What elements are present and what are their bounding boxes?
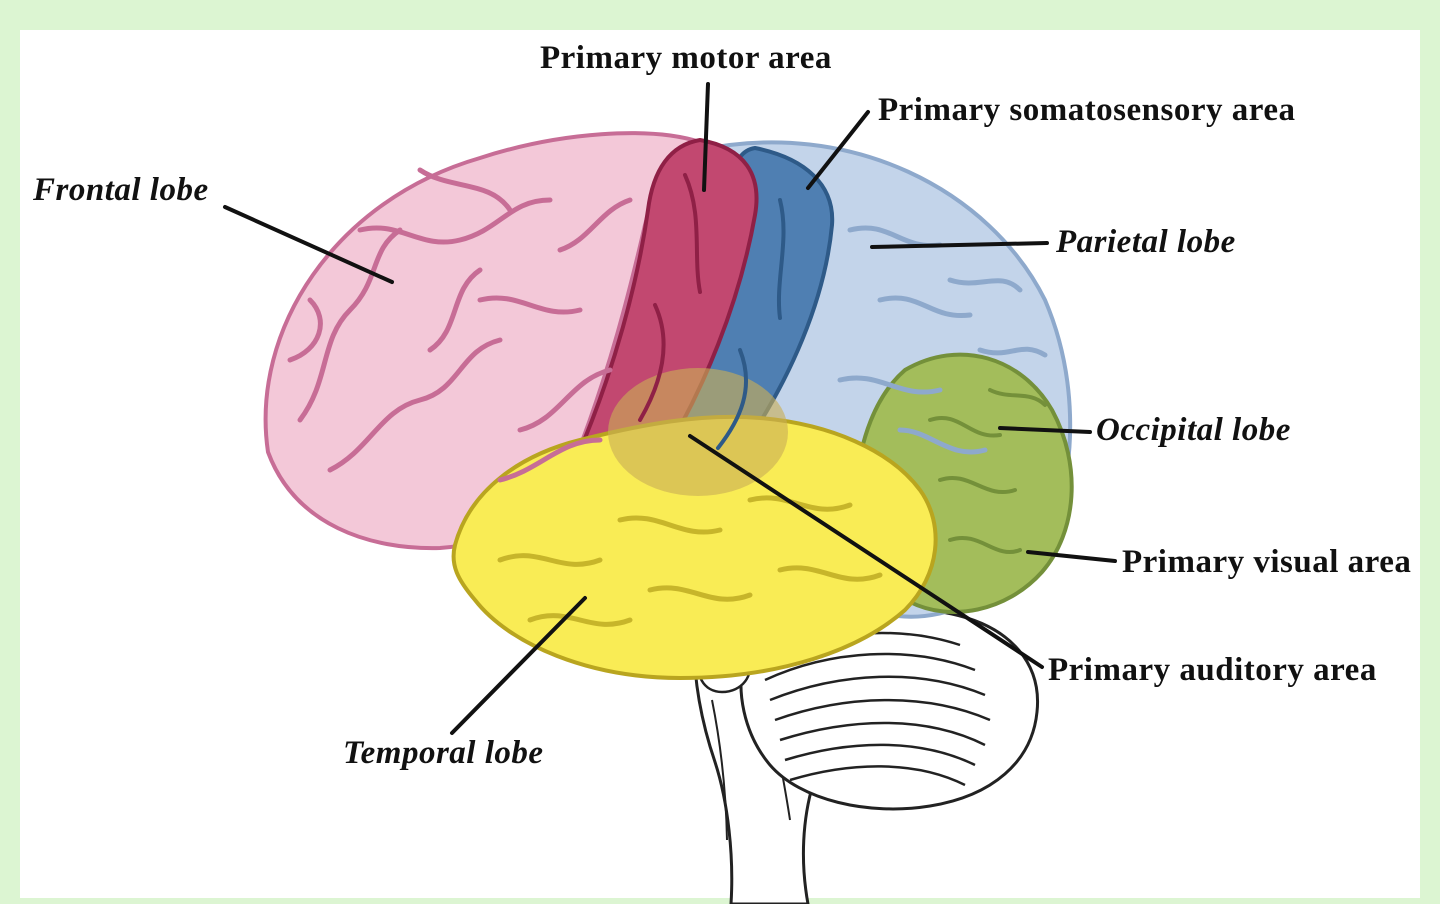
- leader-occipital-lobe: [998, 426, 1092, 434]
- temporal-lobe-region: [451, 414, 938, 681]
- label-occipital-lobe: Occipital lobe: [1096, 412, 1291, 448]
- leader-primary-visual-area: [1026, 550, 1117, 563]
- leader-frontal-lobe: [223, 205, 394, 284]
- label-primary-visual-area: Primary visual area: [1122, 544, 1412, 580]
- label-primary-motor-area: Primary motor area: [540, 40, 832, 76]
- label-parietal-lobe: Parietal lobe: [1056, 224, 1236, 260]
- somatosensory-gyri-lines: [716, 198, 786, 450]
- temporal-gyri-lines: [497, 495, 883, 627]
- leader-primary-auditory-area: [688, 434, 1044, 669]
- leader-parietal-lobe: [870, 241, 1049, 249]
- leader-temporal-lobe: [450, 596, 587, 735]
- leader-primary-motor-area: [702, 82, 710, 192]
- label-temporal-lobe: Temporal lobe: [343, 735, 544, 771]
- occipital-gyri-lines: [928, 388, 1047, 554]
- label-primary-somatosensory-area: Primary somatosensory area: [878, 92, 1296, 128]
- leader-lines: [223, 82, 1117, 735]
- motor-gyri-lines: [638, 173, 702, 422]
- leader-primary-somatosensory-area: [806, 110, 870, 190]
- frontal-gyri-lines: [287, 167, 633, 483]
- label-primary-auditory-area: Primary auditory area: [1048, 652, 1377, 688]
- parietal-gyri-lines: [837, 225, 1048, 455]
- label-frontal-lobe: Frontal lobe: [33, 172, 209, 208]
- primary-auditory-region: [608, 368, 788, 496]
